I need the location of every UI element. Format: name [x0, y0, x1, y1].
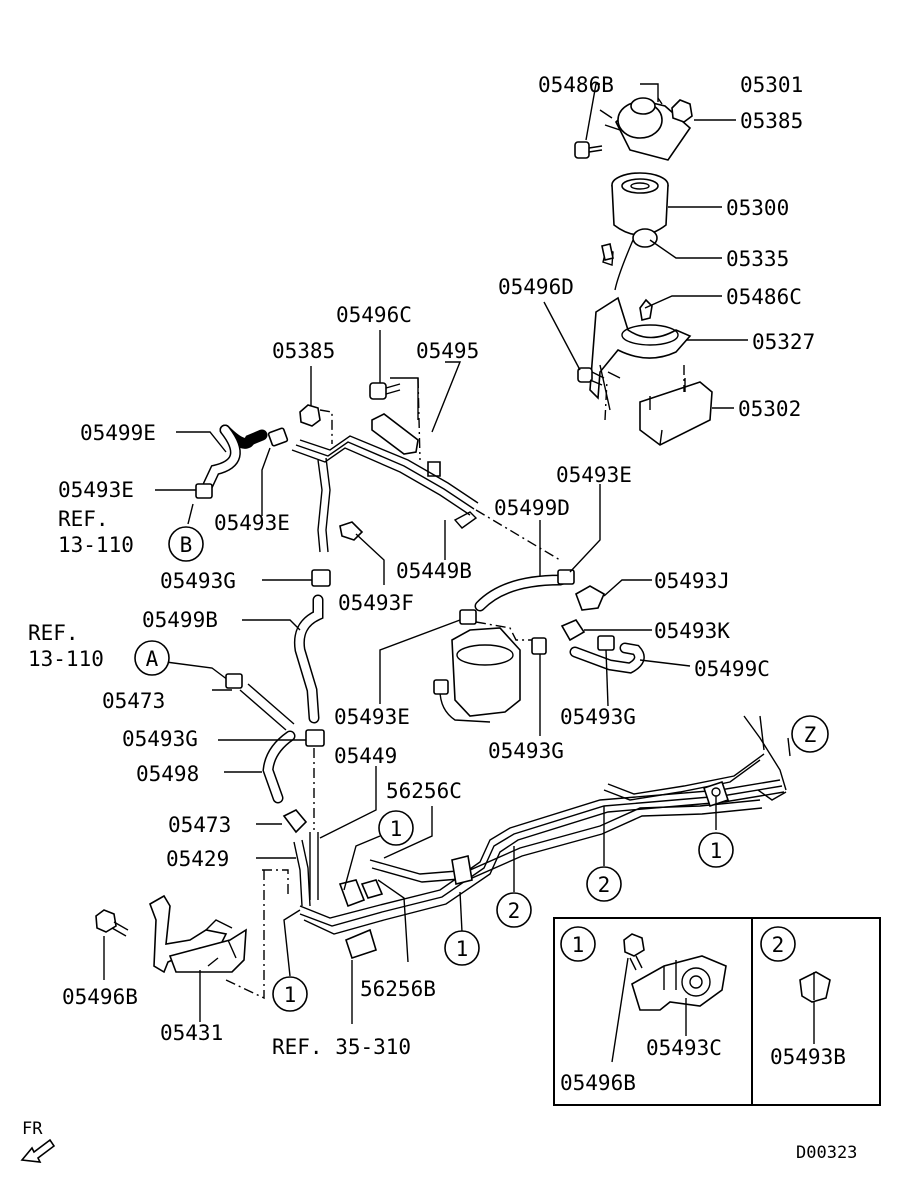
label-05498: 05498	[136, 762, 199, 786]
label-05493J: 05493J	[654, 569, 730, 593]
label-05496B-inset: 05496B	[560, 1071, 636, 1095]
clamp-05493E-icon-2	[267, 427, 289, 447]
callout-B-letter: B	[180, 533, 193, 557]
callout-Z: Z	[791, 715, 829, 753]
label-05499B: 05499B	[142, 608, 218, 632]
label-05449B: 05449B	[396, 559, 472, 583]
inset-clip-05493B-icon	[799, 971, 831, 1044]
clamp-05493E-icon-4	[459, 609, 477, 625]
label-05493K: 05493K	[654, 619, 730, 643]
inset-callout-2: 2	[760, 926, 796, 962]
callout-1-a: 1	[378, 810, 414, 846]
label-05493E-d: 05493E	[334, 705, 410, 729]
front-direction-indicator: FR	[20, 1119, 56, 1163]
label-05385-mid: 05385	[272, 339, 335, 363]
callout-A-letter: A	[146, 647, 159, 671]
callout-A: A	[134, 640, 170, 676]
ref-a-line1: REF.	[28, 621, 79, 645]
sensor-05335-icon	[601, 228, 658, 291]
callout-Z-letter: Z	[804, 723, 817, 747]
label-05493E-b: 05493E	[214, 511, 290, 535]
label-05385-top: 05385	[740, 109, 803, 133]
inset-callout-1-digit: 1	[572, 933, 585, 957]
callout-2-b-digit: 2	[508, 899, 521, 923]
clamp-05493G-icon-3	[531, 637, 547, 655]
inset-clamp-05493C-icon	[631, 955, 727, 1036]
hoses-lower-left	[165, 661, 377, 907]
clamp-05473-icon	[225, 673, 243, 689]
label-05493E-c: 05493E	[556, 463, 632, 487]
label-05493G-b: 05493G	[560, 705, 636, 729]
label-56256B: 56256B	[360, 977, 436, 1001]
label-05429: 05429	[166, 847, 229, 871]
callout-1-c-digit: 1	[456, 937, 469, 961]
canister-assembly	[543, 83, 748, 446]
callout-1-c: 1	[444, 930, 480, 966]
clamp-05493G-icon	[311, 569, 331, 587]
label-05300: 05300	[726, 196, 789, 220]
bolt-05486B-icon	[574, 141, 603, 159]
label-05493C: 05493C	[646, 1036, 722, 1060]
inset-detail-box: 1 2	[553, 917, 881, 1106]
clamp-05493E-icon-3	[557, 569, 575, 585]
bracket-05302-icon	[639, 378, 713, 446]
inset-callout-2-digit: 2	[772, 933, 785, 957]
label-05493F: 05493F	[338, 591, 414, 615]
label-05473-a: 05473	[102, 689, 165, 713]
label-05493G-c: 05493G	[488, 739, 564, 763]
label-56256C: 56256C	[386, 779, 462, 803]
callout-1-d-digit: 1	[284, 983, 297, 1007]
callout-1-d: 1	[272, 976, 308, 1012]
clamp-05493G-icon-4	[305, 729, 325, 747]
label-05473-b: 05473	[168, 813, 231, 837]
label-05302: 05302	[738, 397, 801, 421]
label-05431: 05431	[160, 1021, 223, 1045]
label-05493E-a: 05493E	[58, 478, 134, 502]
label-05496C: 05496C	[336, 303, 412, 327]
callout-1-a-digit: 1	[390, 817, 403, 841]
arrow-down-left-icon	[20, 1138, 56, 1163]
callout-B: B	[168, 526, 204, 562]
callout-1-b-digit: 1	[710, 839, 723, 863]
bracket-05327-icon	[589, 296, 692, 411]
callout-2-a-digit: 2	[598, 873, 611, 897]
callout-1-b: 1	[698, 832, 734, 868]
label-05499D: 05499D	[494, 496, 570, 520]
label-05493B: 05493B	[770, 1045, 846, 1069]
canister-05300-icon	[611, 172, 669, 236]
clamp-05493E-icon	[195, 483, 213, 499]
front-label: FR	[22, 1119, 43, 1139]
label-05301: 05301	[740, 73, 803, 97]
label-05499C: 05499C	[694, 657, 770, 681]
label-05327: 05327	[752, 330, 815, 354]
ref-b-line2: 13-110	[58, 533, 134, 557]
inset-callout-1: 1	[560, 926, 596, 962]
callout-2-b: 2	[496, 892, 532, 928]
main-fuel-lines	[283, 715, 791, 1024]
ref-a-line2: 13-110	[28, 647, 104, 671]
label-05335: 05335	[726, 247, 789, 271]
callout-2-a: 2	[586, 866, 622, 902]
inset-bolt-05496B-icon	[611, 933, 645, 1063]
label-05496B-main: 05496B	[62, 985, 138, 1009]
label-05493G-d: 05493G	[122, 727, 198, 751]
hoses-upper-left	[155, 330, 561, 724]
label-05486B-top: 05486B	[538, 73, 614, 97]
label-05449: 05449	[334, 744, 397, 768]
label-05499E: 05499E	[80, 421, 156, 445]
diagram-code: D00323	[796, 1143, 857, 1163]
hoses-middle-right	[379, 484, 691, 736]
label-05496D: 05496D	[498, 275, 574, 299]
ref-b-line1: REF.	[58, 507, 109, 531]
label-05493G-a: 05493G	[160, 569, 236, 593]
bracket-assembly-lower-left	[95, 869, 289, 1022]
bolt-05496B-icon	[95, 909, 129, 937]
label-05495: 05495	[416, 339, 479, 363]
label-05486C: 05486C	[726, 285, 802, 309]
ref-35-310: REF. 35-310	[272, 1035, 411, 1059]
bolt-05496D-icon	[577, 367, 605, 386]
clamp-05493G-icon-2	[597, 635, 615, 651]
